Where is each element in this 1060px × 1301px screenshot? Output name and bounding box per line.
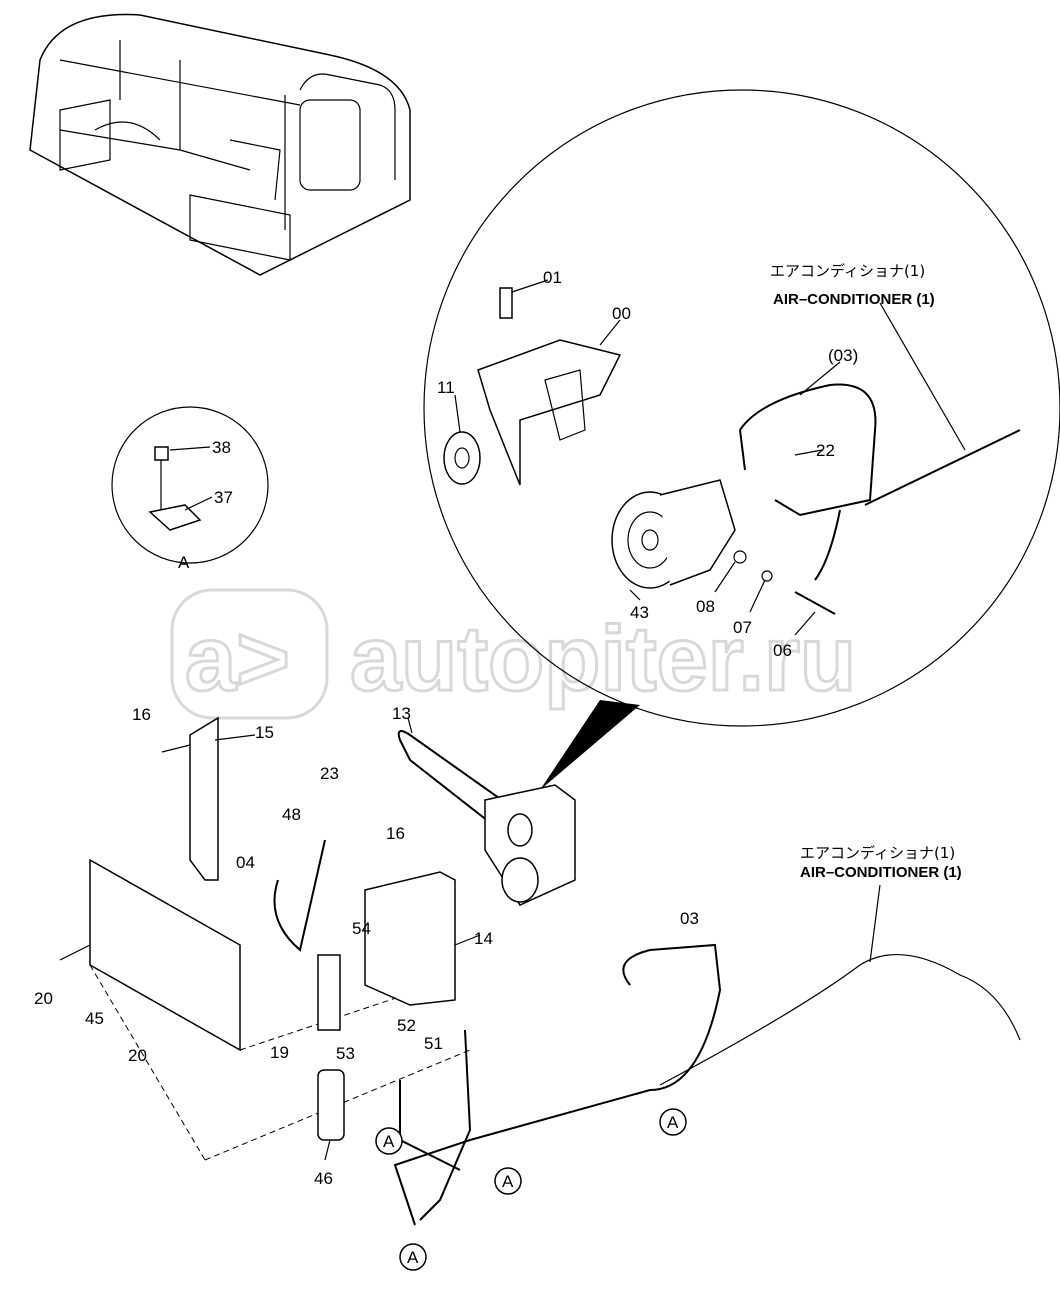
callout-23: 23 — [320, 764, 339, 783]
callout-51: 51 — [424, 1034, 443, 1053]
callout-38: 38 — [212, 438, 231, 457]
callout-45: 45 — [85, 1009, 104, 1028]
callout-01: 01 — [543, 268, 562, 287]
annotation-jp-2: エアコンディショナ(1) — [800, 844, 955, 862]
annotation-jp-1: エアコンディショナ(1) — [770, 262, 925, 280]
callout-48: 48 — [282, 805, 301, 824]
section-marker-a: A — [494, 1167, 522, 1195]
callout-20: 20 — [34, 989, 53, 1008]
watermark: autopiter.ru a> — [170, 588, 858, 720]
callout-16: 16 — [132, 705, 151, 724]
detail-label-a: A — [178, 553, 190, 572]
callout-37: 37 — [214, 488, 233, 507]
annotation-en-1: AIR–CONDITIONER (1) — [773, 291, 935, 308]
callout-53: 53 — [336, 1044, 355, 1063]
callout-16b: 16 — [386, 824, 405, 843]
callout-08: 08 — [696, 597, 715, 616]
svg-text:A: A — [502, 1172, 514, 1191]
callout-19: 19 — [270, 1043, 289, 1062]
callout-46: 46 — [314, 1169, 333, 1188]
svg-text:A: A — [407, 1248, 419, 1267]
callout-07: 07 — [733, 618, 752, 637]
lower-assembly: 13 16 15 20 45 20 16 14 04 23 48 54 19 5… — [34, 704, 1021, 1271]
detail-view-a: 38 37 A — [111, 406, 269, 572]
machine-overview-illustration — [29, 13, 411, 276]
callout-43: 43 — [630, 603, 649, 622]
callout-04: 04 — [236, 853, 255, 872]
compressor-detail-circle: 01 00 (03) 11 22 43 08 07 06 エアコンディショナ(1… — [423, 89, 1060, 790]
callout-03: 03 — [680, 909, 699, 928]
callout-00: 00 — [612, 304, 631, 323]
watermark-logo: a> — [185, 608, 290, 710]
callout-06: 06 — [773, 641, 792, 660]
section-marker-a: A — [659, 1108, 687, 1136]
annotation-en-2: AIR–CONDITIONER (1) — [800, 864, 962, 881]
callout-03-ref: (03) — [828, 346, 858, 365]
section-marker-a: A — [399, 1243, 427, 1271]
callout-15: 15 — [255, 723, 274, 742]
callout-22: 22 — [816, 441, 835, 460]
callout-20b: 20 — [128, 1046, 147, 1065]
svg-text:A: A — [383, 1132, 395, 1151]
callout-52: 52 — [397, 1016, 416, 1035]
callout-13: 13 — [392, 704, 411, 723]
callout-14: 14 — [474, 929, 493, 948]
callout-11: 11 — [437, 378, 455, 397]
callout-54: 54 — [352, 919, 371, 938]
svg-text:A: A — [667, 1113, 679, 1132]
section-marker-a: A — [375, 1127, 403, 1155]
